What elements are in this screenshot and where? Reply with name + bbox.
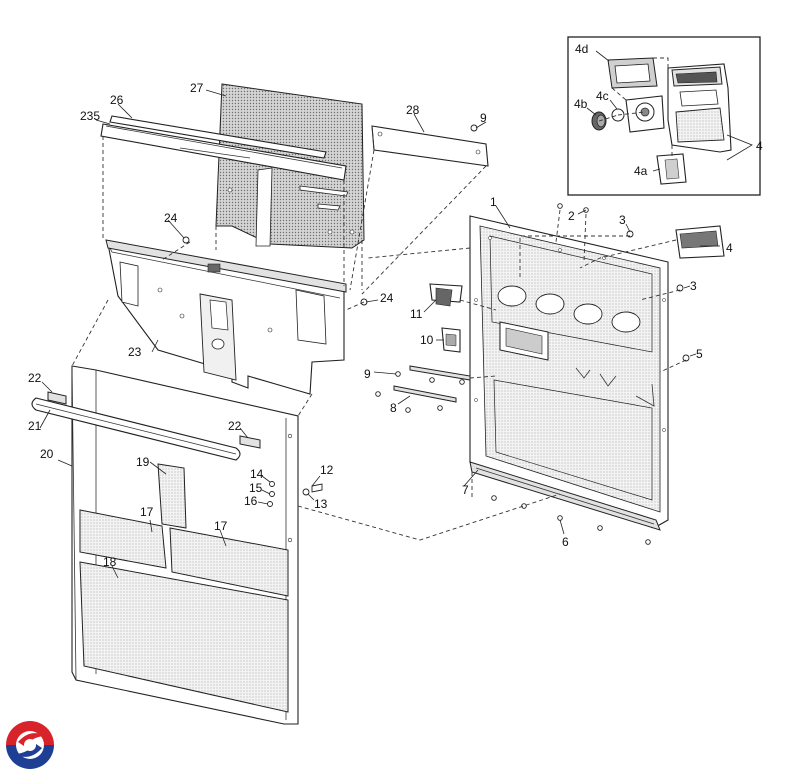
- callout-label: 21: [28, 419, 42, 433]
- screw-5: [682, 354, 690, 362]
- callout-label: 24: [380, 291, 394, 305]
- callout-label: 24: [164, 211, 178, 225]
- callout-label: 9: [364, 367, 371, 381]
- screw-9-top: [470, 124, 478, 132]
- screw-3-lower: [676, 284, 684, 292]
- callout-label: 11: [410, 307, 423, 321]
- door-latch-11: [429, 283, 463, 307]
- callout-label: 19: [136, 455, 150, 469]
- callout-label: 3: [690, 279, 697, 293]
- callout-label: 2: [568, 209, 575, 223]
- inner-door-liner-1: [469, 215, 669, 529]
- latch-bracket-10: [441, 327, 461, 353]
- leader-lines: [39, 89, 720, 579]
- callout-label: 17: [140, 505, 154, 519]
- bracket-28: [371, 125, 489, 167]
- brand-logo: [2, 717, 58, 773]
- callout-label: 4b: [574, 97, 588, 111]
- dispenser-plate: [625, 95, 665, 133]
- callout-label: 10: [420, 333, 434, 347]
- callout-label: 8: [390, 401, 397, 415]
- callout-label: 18: [103, 555, 117, 569]
- callout-label: 16: [244, 494, 258, 508]
- callout-label: 20: [40, 447, 54, 461]
- callout-label: 4a: [634, 164, 648, 178]
- callout-label: 5: [696, 347, 703, 361]
- callout-label: 13: [314, 497, 328, 511]
- gasket-4d: [607, 57, 658, 89]
- callout-label: 3: [619, 213, 626, 227]
- callout-label: 1: [490, 195, 497, 209]
- screws-6: [491, 495, 651, 545]
- callout-label: 4d: [575, 42, 588, 56]
- callout-label: 235: [80, 109, 100, 123]
- hardware-12-16: [267, 481, 323, 507]
- inner-frame-23: [105, 239, 347, 395]
- end-cap-22-left: [47, 391, 67, 405]
- liner-spray-ports: [497, 285, 641, 333]
- callout-label: 14: [250, 467, 264, 481]
- bottom-rail-7: [469, 461, 661, 531]
- callout-label: 9: [480, 111, 487, 125]
- callout-label: 27: [190, 81, 204, 95]
- callout-label: 22: [28, 371, 42, 385]
- alignment-lines: [71, 136, 687, 541]
- callout-label: 12: [320, 463, 334, 477]
- callout-label: 15: [249, 481, 263, 495]
- dispenser-assembly-4: [675, 225, 725, 259]
- callout-label: 22: [228, 419, 242, 433]
- callout-label: 28: [406, 103, 420, 117]
- callout-numbers: 1 2 3 3 4 5 6 7 8 9 9 10 11 12 13 14 15 …: [28, 81, 733, 569]
- callout-label: 4c: [596, 89, 609, 103]
- top-trim-235: [100, 115, 347, 181]
- dispenser-housing-4: [667, 63, 732, 153]
- screw-24-upper: [182, 236, 190, 244]
- screws-9-lower: [375, 371, 465, 413]
- outer-door-panel-20: [71, 365, 299, 725]
- callout-label: 7: [462, 483, 469, 497]
- callout-label: 26: [110, 93, 124, 107]
- strap-8: [393, 365, 471, 403]
- callout-label: 4: [756, 139, 763, 153]
- screw-3-upper: [626, 230, 634, 238]
- callout-label: 6: [562, 535, 569, 549]
- inset-detail-box: 4d 4b 4c 4a: [567, 36, 761, 196]
- callout-label: 4: [726, 241, 733, 255]
- spring-4a: [656, 153, 687, 185]
- door-handle-21: [31, 397, 241, 461]
- callout-label: 17: [214, 519, 228, 533]
- callout-label: 23: [128, 345, 142, 359]
- end-cap-22-right: [239, 435, 261, 449]
